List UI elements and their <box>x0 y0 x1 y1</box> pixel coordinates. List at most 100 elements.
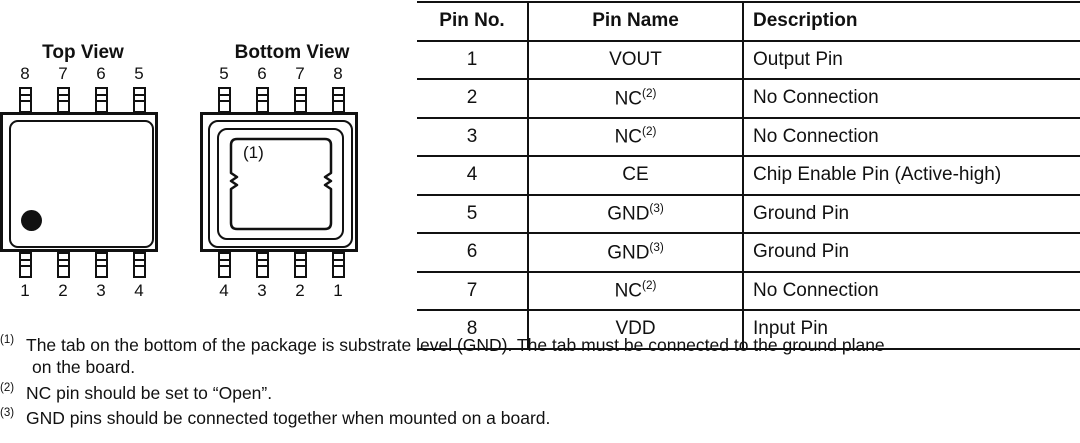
bottom-view-title: Bottom View <box>234 42 350 63</box>
lead-pin-1 <box>6 252 44 278</box>
cell-pin-name: GND(3) <box>527 193 744 234</box>
pin-number: 2 <box>58 281 68 300</box>
cell-pin-no: 4 <box>417 155 529 196</box>
cell-description: Ground Pin <box>742 232 1080 273</box>
cell-description: Ground Pin <box>742 193 1080 234</box>
footnote-ref: (2) <box>642 86 657 100</box>
footnote: (1) The tab on the bottom of the package … <box>0 334 1080 379</box>
header-description: Description <box>742 1 1080 42</box>
exposed-pad-shape <box>229 137 333 231</box>
pin-name-text: GND <box>607 241 650 263</box>
table-row: 1 VOUT Output Pin <box>417 39 1080 80</box>
header-pin-no: Pin No. <box>417 1 529 42</box>
footnote-text: The tab on the bottom of the package is … <box>26 335 885 355</box>
header-pin-name: Pin Name <box>527 1 744 42</box>
lead-pin-1 <box>319 252 357 278</box>
cell-pin-name: GND(3) <box>527 232 744 273</box>
lead-pin-7 <box>281 87 319 113</box>
footnote-ref: (2) <box>642 279 657 293</box>
lead-pin-3 <box>82 252 120 278</box>
pin-number: 2 <box>295 281 305 300</box>
top-view-title: Top View <box>42 42 124 63</box>
footnote-ref: (3) <box>649 240 664 254</box>
top-view-bottom-leads <box>6 252 158 278</box>
cell-pin-no: 1 <box>417 39 529 80</box>
cell-pin-name: NC(2) <box>527 78 744 119</box>
bottom-view-bottom-pin-numbers: 4 3 2 1 <box>205 281 357 301</box>
cell-pin-no: 5 <box>417 193 529 234</box>
cell-pin-name: NC(2) <box>527 116 744 157</box>
bottom-view-package-body: (1) <box>200 112 358 252</box>
package-diagram-area: Top View 8 7 6 5 1 2 3 4 Bottom View 5 6… <box>0 0 417 330</box>
lead-pin-4 <box>120 252 158 278</box>
cell-pin-name: VDD <box>527 309 744 350</box>
cell-description: No Connection <box>742 270 1080 311</box>
lead-pin-4 <box>205 252 243 278</box>
pin-number: 1 <box>333 281 343 300</box>
lead-pin-2 <box>281 252 319 278</box>
pin-number: 7 <box>295 64 305 83</box>
pin-number: 3 <box>257 281 267 300</box>
pin-name-text: NC <box>614 87 643 109</box>
footnote-text-continued: on the board. <box>32 357 136 378</box>
lead-pin-5 <box>120 87 158 113</box>
cell-pin-no: 7 <box>417 270 529 311</box>
bottom-view-bottom-leads <box>205 252 357 278</box>
pin1-dot-icon <box>21 210 42 231</box>
cell-description: Output Pin <box>742 39 1080 80</box>
pin-number: 4 <box>134 281 144 300</box>
pin-number: 8 <box>20 64 30 83</box>
pin-number: 4 <box>219 281 229 300</box>
top-view-bottom-pin-numbers: 1 2 3 4 <box>6 281 158 301</box>
lead-pin-8 <box>6 87 44 113</box>
footnotes-block: (1) The tab on the bottom of the package … <box>0 331 1080 430</box>
pin-number: 8 <box>333 64 343 83</box>
pin-number: 3 <box>96 281 106 300</box>
cell-pin-no: 8 <box>417 309 529 350</box>
pin-name-text: VOUT <box>609 48 662 70</box>
pin-name-text: CE <box>622 164 649 186</box>
footnote-text: NC pin should be set to “Open”. <box>26 382 273 403</box>
cell-pin-no: 2 <box>417 78 529 119</box>
cell-pin-name: NC(2) <box>527 270 744 311</box>
cell-pin-no: 6 <box>417 232 529 273</box>
top-view-top-pin-numbers: 8 7 6 5 <box>6 64 158 84</box>
cell-pin-no: 3 <box>417 116 529 157</box>
pin-name-text: NC <box>614 280 643 302</box>
pin-number: 6 <box>96 64 106 83</box>
top-view-package-body <box>0 112 158 252</box>
cell-pin-name: VOUT <box>527 39 744 80</box>
lead-pin-6 <box>243 87 281 113</box>
pin-number: 7 <box>58 64 68 83</box>
bottom-view-top-pin-numbers: 5 6 7 8 <box>205 64 357 84</box>
cell-description: No Connection <box>742 116 1080 157</box>
pin-name-text: GND <box>607 203 650 225</box>
pin-name-text: NC <box>614 126 643 148</box>
cell-pin-name: CE <box>527 155 744 196</box>
footnote: (3) GND pins should be connected together… <box>0 407 1080 429</box>
lead-pin-6 <box>82 87 120 113</box>
exposed-pad-label: (1) <box>243 143 264 162</box>
top-view-top-leads <box>6 87 158 113</box>
table-header-row: Pin No. Pin Name Description <box>417 1 1080 42</box>
lead-pin-3 <box>243 252 281 278</box>
pin-number: 6 <box>257 64 267 83</box>
lead-pin-2 <box>44 252 82 278</box>
bottom-view-top-leads <box>205 87 357 113</box>
cell-description: No Connection <box>742 78 1080 119</box>
footnote-text: GND pins should be connected together wh… <box>26 408 551 429</box>
footnote-marker: (3) <box>0 407 15 420</box>
pin-number: 1 <box>20 281 30 300</box>
pin-description-table: Pin No. Pin Name Description 1 VOUT Output… <box>417 1 1080 350</box>
footnote-marker: (1) <box>0 334 15 346</box>
footnote: (2)NC pin should be set to “Open”. <box>0 382 1080 404</box>
footnote-ref: (2) <box>642 125 657 139</box>
lead-pin-7 <box>44 87 82 113</box>
